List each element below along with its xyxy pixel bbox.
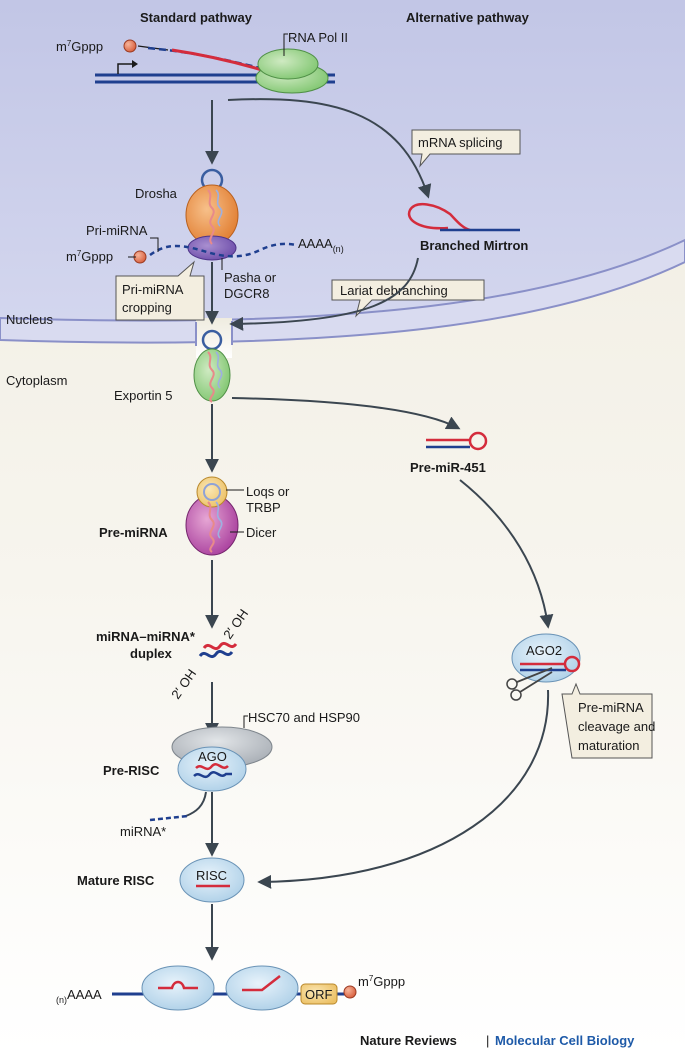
mirna-star-strand (149, 814, 189, 822)
pri-mirna-cap-label: m7Gppp (66, 249, 113, 264)
pri-mirna-stem (207, 189, 215, 245)
pasha-label-line2: DGCR8 (224, 286, 270, 301)
alternative-pathway-header: Alternative pathway (406, 10, 530, 25)
duplex-label-line2: duplex (130, 646, 173, 661)
arrow-to-mirtron (227, 98, 432, 199)
mirna-duplex-icon (198, 641, 238, 659)
promoter-arrow-icon (117, 63, 134, 74)
arrow-debranching-to-export (229, 257, 419, 331)
exportin-complex (193, 329, 231, 403)
ago-label: AGO (198, 749, 227, 764)
rna-pol-ii-label: RNA Pol II (288, 30, 348, 45)
cropping-label-line2: cropping (122, 300, 172, 315)
dicer-label: Dicer (246, 525, 277, 540)
duplex-label-line1: miRNA–miRNA* (96, 629, 196, 644)
chaperones-label: HSC70 and HSP90 (248, 710, 360, 725)
branched-mirtron-label: Branched Mirtron (420, 238, 528, 253)
target-cap-icon (343, 985, 357, 999)
pre-risc-complex (171, 726, 273, 792)
arrow-mirna-star (185, 791, 207, 817)
target-mrna (112, 965, 357, 1011)
risc-bound-1-icon (141, 965, 215, 1011)
nuclear-envelope (0, 238, 685, 344)
cleavage-label-line2: cleavage and (578, 719, 655, 734)
orf-label: ORF (305, 987, 333, 1002)
orf-icon (300, 983, 338, 1005)
cleavage-label-line3: maturation (578, 738, 639, 753)
nucleus-label: Nucleus (6, 312, 53, 327)
cleavage-callout (561, 682, 653, 759)
footer-section: Molecular Cell Biology (495, 1033, 635, 1048)
scissors-icon (506, 667, 553, 701)
cleavage-label-line1: Pre-miRNA (578, 700, 644, 715)
cropping-callout (115, 260, 205, 321)
footer-journal: Nature Reviews (360, 1033, 457, 1048)
arrow-ago2-to-risc (257, 689, 550, 889)
cap-label: m7Gppp (56, 39, 103, 54)
loqs-trbp-icon (196, 476, 228, 508)
pre-mirna-label: Pre-miRNA (99, 525, 168, 540)
branched-mirtron-icon (407, 202, 520, 232)
debranching-callout (331, 279, 485, 318)
risc-bound-2-icon (225, 965, 299, 1011)
risc-label: RISC (196, 868, 227, 883)
mrna-splicing-label: mRNA splicing (418, 135, 503, 150)
target-cap-label: m7Gppp (358, 974, 405, 989)
arrow-to-pre-mir451 (231, 397, 461, 430)
cap-icon (123, 39, 137, 53)
mirna-star-label: miRNA* (120, 824, 166, 839)
loqs-label-line1: Loqs or (246, 484, 290, 499)
splicing-callout (411, 129, 521, 168)
loqs-label-line2: TRBP (246, 500, 281, 515)
transcription-unit: m7Gppp RNA Pol II (56, 30, 348, 94)
drosha-complex (128, 168, 297, 264)
pri-mirna-label: Pri-miRNA (86, 223, 148, 238)
pre-mir451-hairpin-icon (426, 431, 488, 451)
pre-risc-label: Pre-RISC (103, 763, 160, 778)
dicer-complex (185, 476, 239, 556)
lariat-debranching-label: Lariat debranching (340, 283, 448, 298)
ago-icon (177, 746, 247, 792)
standard-pathway-header: Standard pathway (140, 10, 253, 25)
drosha-label: Drosha (135, 186, 178, 201)
arrow-to-ago2 (459, 479, 554, 629)
pre-mir451-label: Pre-miR-451 (410, 460, 486, 475)
pasha-label-line1: Pasha or (224, 270, 277, 285)
cytoplasm-label: Cytoplasm (6, 373, 67, 388)
target-poly-a-label: (n)AAAA (56, 987, 102, 1005)
mature-risc-label: Mature RISC (77, 873, 155, 888)
cropping-label-line1: Pri-miRNA (122, 282, 184, 297)
rna-pol-ii-icon (257, 48, 319, 80)
poly-a-label: AAAA(n) (298, 236, 344, 254)
footer-separator: | (486, 1033, 489, 1048)
ago2-label: AGO2 (526, 643, 562, 658)
exportin-5-label: Exportin 5 (114, 388, 173, 403)
nucleus-region (0, 0, 685, 321)
mature-risc-icon (179, 857, 245, 903)
exportin-5-icon (193, 348, 231, 402)
ago2-complex (506, 633, 581, 701)
